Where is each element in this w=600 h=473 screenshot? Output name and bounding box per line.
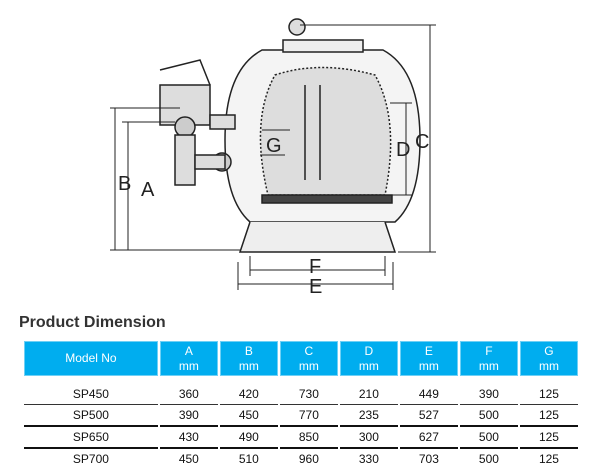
dimension-cell: 450 xyxy=(159,447,218,469)
dimension-cell: 235 xyxy=(339,404,398,425)
header-unit: mm xyxy=(418,358,439,373)
dimension-cell: 449 xyxy=(418,387,439,401)
header-label: G xyxy=(544,343,554,358)
dimension-cell: 730 xyxy=(298,387,319,401)
pressure-gauge-icon xyxy=(288,18,306,36)
dimension-cell: 490 xyxy=(219,425,278,447)
dimension-cell: 360 xyxy=(178,387,199,401)
dimension-cell: 527 xyxy=(399,404,458,425)
dimension-cell: 430 xyxy=(159,425,218,447)
dimension-cell: 390 xyxy=(159,404,218,425)
header-unit: mm xyxy=(538,358,559,373)
header-label: F xyxy=(485,343,493,358)
dimension-cell: 125 xyxy=(538,387,559,401)
dimension-cell: 500 xyxy=(459,447,518,469)
dimension-cell: 510 xyxy=(219,447,278,469)
dimension-label-f: F xyxy=(309,256,321,278)
dimension-cell: 850 xyxy=(279,425,338,447)
model-cell: SP650 xyxy=(24,425,158,447)
valve-handle xyxy=(159,59,211,86)
model-cell: SP450 xyxy=(72,387,109,401)
dimension-label-a: A xyxy=(141,179,155,201)
inner-pipe xyxy=(304,85,321,180)
dimension-cell: 330 xyxy=(339,447,398,469)
dimension-cell: 125 xyxy=(519,404,578,425)
header-label: Model No xyxy=(65,351,117,365)
dimension-cell: 627 xyxy=(399,425,458,447)
tank-top-collar xyxy=(282,39,364,53)
tank-base xyxy=(238,221,397,253)
header-unit: mm xyxy=(358,358,379,373)
media-area xyxy=(259,66,392,196)
lateral-bar xyxy=(261,194,393,204)
dimension-label-d: D xyxy=(396,139,410,161)
header-label: B xyxy=(244,343,253,358)
header-label: E xyxy=(424,343,433,358)
dimension-label-c: C xyxy=(415,131,429,153)
dimension-label-e: E xyxy=(309,276,322,298)
dimension-label-g: G xyxy=(266,135,282,157)
header-unit: mm xyxy=(178,358,199,373)
header-unit: mm xyxy=(238,358,259,373)
model-cell: SP700 xyxy=(24,447,158,469)
dimension-cell: 125 xyxy=(519,447,578,469)
filter-dimension-diagram: B A C D E F G xyxy=(110,18,436,298)
header-unit: mm xyxy=(298,358,319,373)
section-title: Product Dimension xyxy=(19,314,166,331)
model-cell: SP500 xyxy=(24,404,158,425)
dimension-cell: 500 xyxy=(459,404,518,425)
dimension-cell: 703 xyxy=(399,447,458,469)
dimension-cell: 500 xyxy=(459,425,518,447)
table-row: SP450 360 420 730 210 449 390 125 xyxy=(24,376,578,404)
dimension-cell: 300 xyxy=(339,425,398,447)
dimension-label-b: B xyxy=(118,173,131,195)
dimension-cell: 420 xyxy=(238,387,259,401)
dimension-cell: 960 xyxy=(279,447,338,469)
header-label: A xyxy=(184,343,193,358)
header-label: D xyxy=(364,343,374,358)
header-label: C xyxy=(304,343,314,358)
dimension-cell: 390 xyxy=(478,387,499,401)
dimension-cell: 450 xyxy=(219,404,278,425)
header-unit: mm xyxy=(478,358,499,373)
dimension-cell: 210 xyxy=(358,387,379,401)
header-model: Model No xyxy=(24,341,158,376)
dimension-cell: 770 xyxy=(279,404,338,425)
dimension-cell: 125 xyxy=(519,425,578,447)
